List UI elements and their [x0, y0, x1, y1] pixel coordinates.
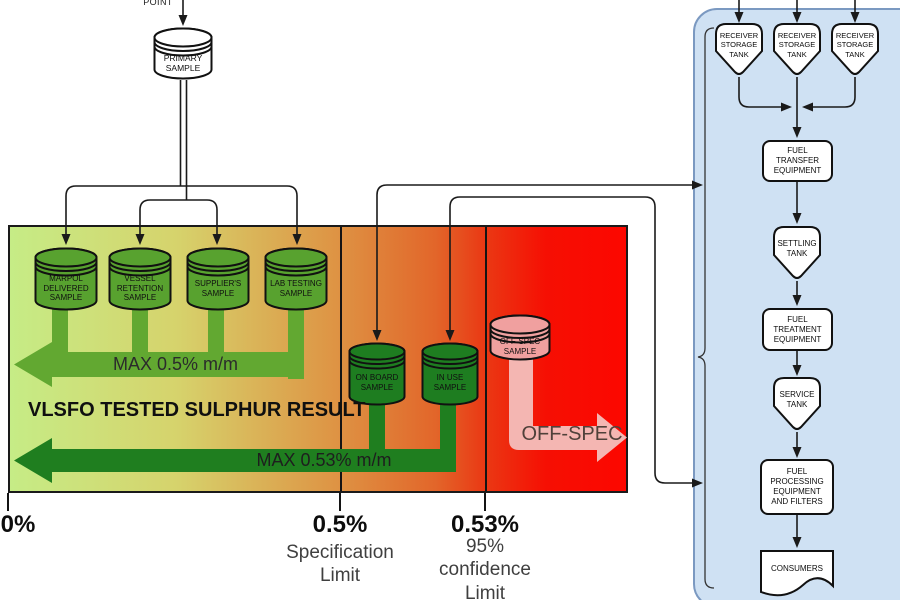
- axis-053-label: 0.53%: [450, 511, 520, 538]
- receiver-storage-tank-1: RECEIVER STORAGE TANK: [715, 23, 763, 77]
- supplier-sample-cylinder: SUPPLIER'S SAMPLE: [186, 247, 250, 311]
- consumers-node: CONSUMERS: [760, 550, 834, 600]
- fuel-treatment-equipment-node: FUEL TREATMENT EQUIPMENT: [762, 308, 833, 351]
- max-05-label: MAX 0.5% m/m: [112, 354, 239, 374]
- axis-05-sublabel: Specification Limit: [286, 542, 394, 587]
- settling-tank-node: SETTLING TANK: [773, 226, 821, 281]
- fuel-transfer-equipment-node: FUEL TRANSFER EQUIPMENT: [762, 140, 833, 182]
- axis-053-sublabel: 95% confidence Limit: [439, 536, 531, 600]
- service-tank-node: SERVICE TANK: [773, 377, 821, 432]
- spec-limit-line: [340, 227, 342, 491]
- confidence-limit-line: [485, 227, 487, 491]
- axis-05-label: 0.5%: [312, 511, 368, 538]
- axis-ticks: [7, 493, 486, 511]
- receiver-storage-tank-2: RECEIVER STORAGE TANK: [773, 23, 821, 77]
- marpol-sample-cylinder: MARPOL DELIVERED SAMPLE: [34, 247, 98, 311]
- offspec-flow-label: OFF-SPEC: [521, 423, 623, 445]
- onboard-sample-cylinder: ON BOARD SAMPLE: [348, 342, 406, 406]
- result-box-title: VLSFO TESTED SULPHUR RESULT: [28, 399, 366, 421]
- offspec-sample-cylinder: OFF-SPEC SAMPLE: [489, 314, 551, 361]
- sampling-point-label: POINT: [143, 0, 173, 7]
- primary-sample-cylinder: PRIMARY SAMPLE: [153, 27, 213, 80]
- lab-testing-cylinder: LAB TESTING SAMPLE: [264, 247, 328, 311]
- vessel-retention-cylinder: VESSEL RETENTION SAMPLE: [108, 247, 172, 311]
- fuel-processing-equipment-node: FUEL PROCESSING EQUIPMENT AND FILTERS: [760, 459, 834, 515]
- inuse-sample-cylinder: IN USE SAMPLE: [421, 342, 479, 406]
- receiver-storage-tank-3: RECEIVER STORAGE TANK: [831, 23, 879, 77]
- max-053-label: MAX 0.53% m/m: [256, 450, 392, 470]
- axis-0-label: 0%: [0, 511, 36, 538]
